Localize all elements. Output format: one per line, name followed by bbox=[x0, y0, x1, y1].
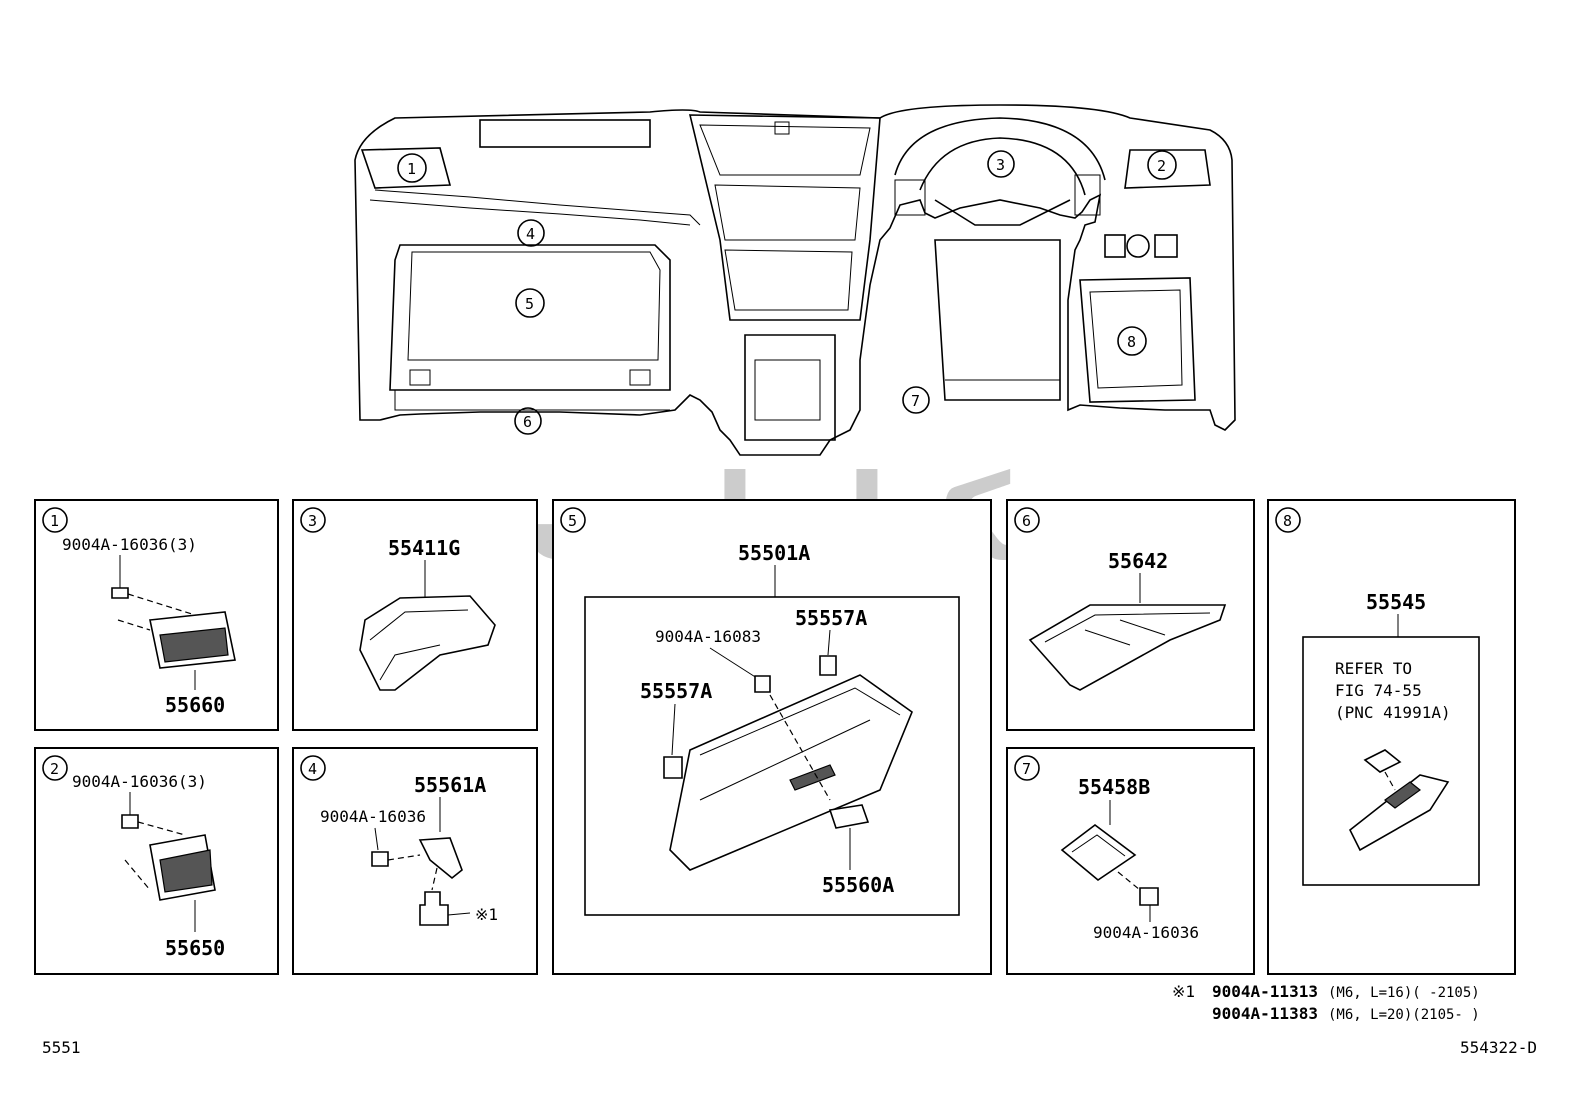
panel-2-number: 2 bbox=[50, 760, 59, 778]
panel-8-refer-line-3: (PNC 41991A) bbox=[1335, 703, 1451, 722]
panel-3-part-label: 55411G bbox=[388, 536, 460, 560]
overview-callout-3: 3 bbox=[996, 156, 1005, 174]
panel-4-bolt-label: 9004A-16036 bbox=[320, 807, 426, 826]
footer-left-code: 5551 bbox=[42, 1038, 81, 1057]
panel-1: 1 9004A-16036(3) 55660 bbox=[34, 499, 279, 731]
footnote-line-1-spec: (M6, L=16)( -2105) bbox=[1328, 985, 1480, 1001]
panel-7-part-label: 55458B bbox=[1078, 775, 1150, 799]
panel-5-bolt-label: 9004A-16083 bbox=[655, 627, 761, 646]
panel-3: 3 55411G bbox=[292, 499, 538, 731]
panel-6: 6 55642 bbox=[1006, 499, 1255, 731]
panel-5-number: 5 bbox=[568, 512, 577, 530]
panel-1-bolt-label: 9004A-16036(3) bbox=[62, 535, 197, 554]
panel-7: 7 55458B 9004A-16036 bbox=[1006, 747, 1255, 975]
footnote-mark: ※1 bbox=[1172, 982, 1195, 1001]
overview-callout-5: 5 bbox=[525, 295, 534, 313]
panel-2-part-label: 55650 bbox=[165, 936, 225, 960]
overview-callout-4: 4 bbox=[526, 225, 535, 243]
panel-5-assembly-label: 55501A bbox=[738, 541, 810, 565]
panel-7-bolt-label: 9004A-16036 bbox=[1093, 923, 1199, 942]
panel-6-number: 6 bbox=[1022, 512, 1031, 530]
instrument-panel-overview: 1 2 3 4 5 6 7 8 bbox=[354, 104, 1236, 456]
panel-8-refer-line-2: FIG 74-55 bbox=[1335, 681, 1422, 700]
panel-4: 4 55561A 9004A-16036 ※1 bbox=[292, 747, 538, 975]
overview-callout-2: 2 bbox=[1157, 157, 1166, 175]
overview-callout-7: 7 bbox=[911, 392, 920, 410]
panel-8-number: 8 bbox=[1283, 512, 1292, 530]
panel-2: 2 9004A-16036(3) 55650 bbox=[34, 747, 279, 975]
panel-8-refer-line-1: REFER TO bbox=[1335, 659, 1412, 678]
overview-callout-1: 1 bbox=[407, 160, 416, 178]
panel-4-clip-label: 55561A bbox=[414, 773, 486, 797]
footnote-line-1-part: 9004A-11313 bbox=[1212, 982, 1318, 1001]
overview-callout-8: 8 bbox=[1127, 333, 1136, 351]
footnote: ※1 9004A-11313 (M6, L=16)( -2105) 9004A-… bbox=[1172, 982, 1480, 1023]
panel-7-number: 7 bbox=[1022, 760, 1031, 778]
panel-2-bolt-label: 9004A-16036(3) bbox=[72, 772, 207, 791]
panel-4-note-mark: ※1 bbox=[475, 905, 498, 924]
panel-5: 5 55501A 9004A-16083 55557A 55557A 55560… bbox=[552, 499, 992, 975]
panel-8: 8 55545 REFER TO FIG 74-55 (PNC 41991A) bbox=[1267, 499, 1516, 975]
panel-5-stopper-label-left: 55557A bbox=[640, 679, 712, 703]
overview-callout-6: 6 bbox=[523, 413, 532, 431]
footnote-line-2-spec: (M6, L=20)(2105- ) bbox=[1328, 1007, 1480, 1023]
panel-8-part-label: 55545 bbox=[1366, 590, 1426, 614]
panel-4-number: 4 bbox=[308, 760, 317, 778]
footer-right-code: 554322-D bbox=[1460, 1038, 1537, 1057]
panel-6-part-label: 55642 bbox=[1108, 549, 1168, 573]
footnote-line-2-part: 9004A-11383 bbox=[1212, 1004, 1318, 1023]
panel-1-number: 1 bbox=[50, 512, 59, 530]
panel-3-number: 3 bbox=[308, 512, 317, 530]
panel-5-lock-label: 55560A bbox=[822, 873, 894, 897]
panel-5-stopper-label-right: 55557A bbox=[795, 606, 867, 630]
panel-1-part-label: 55660 bbox=[165, 693, 225, 717]
